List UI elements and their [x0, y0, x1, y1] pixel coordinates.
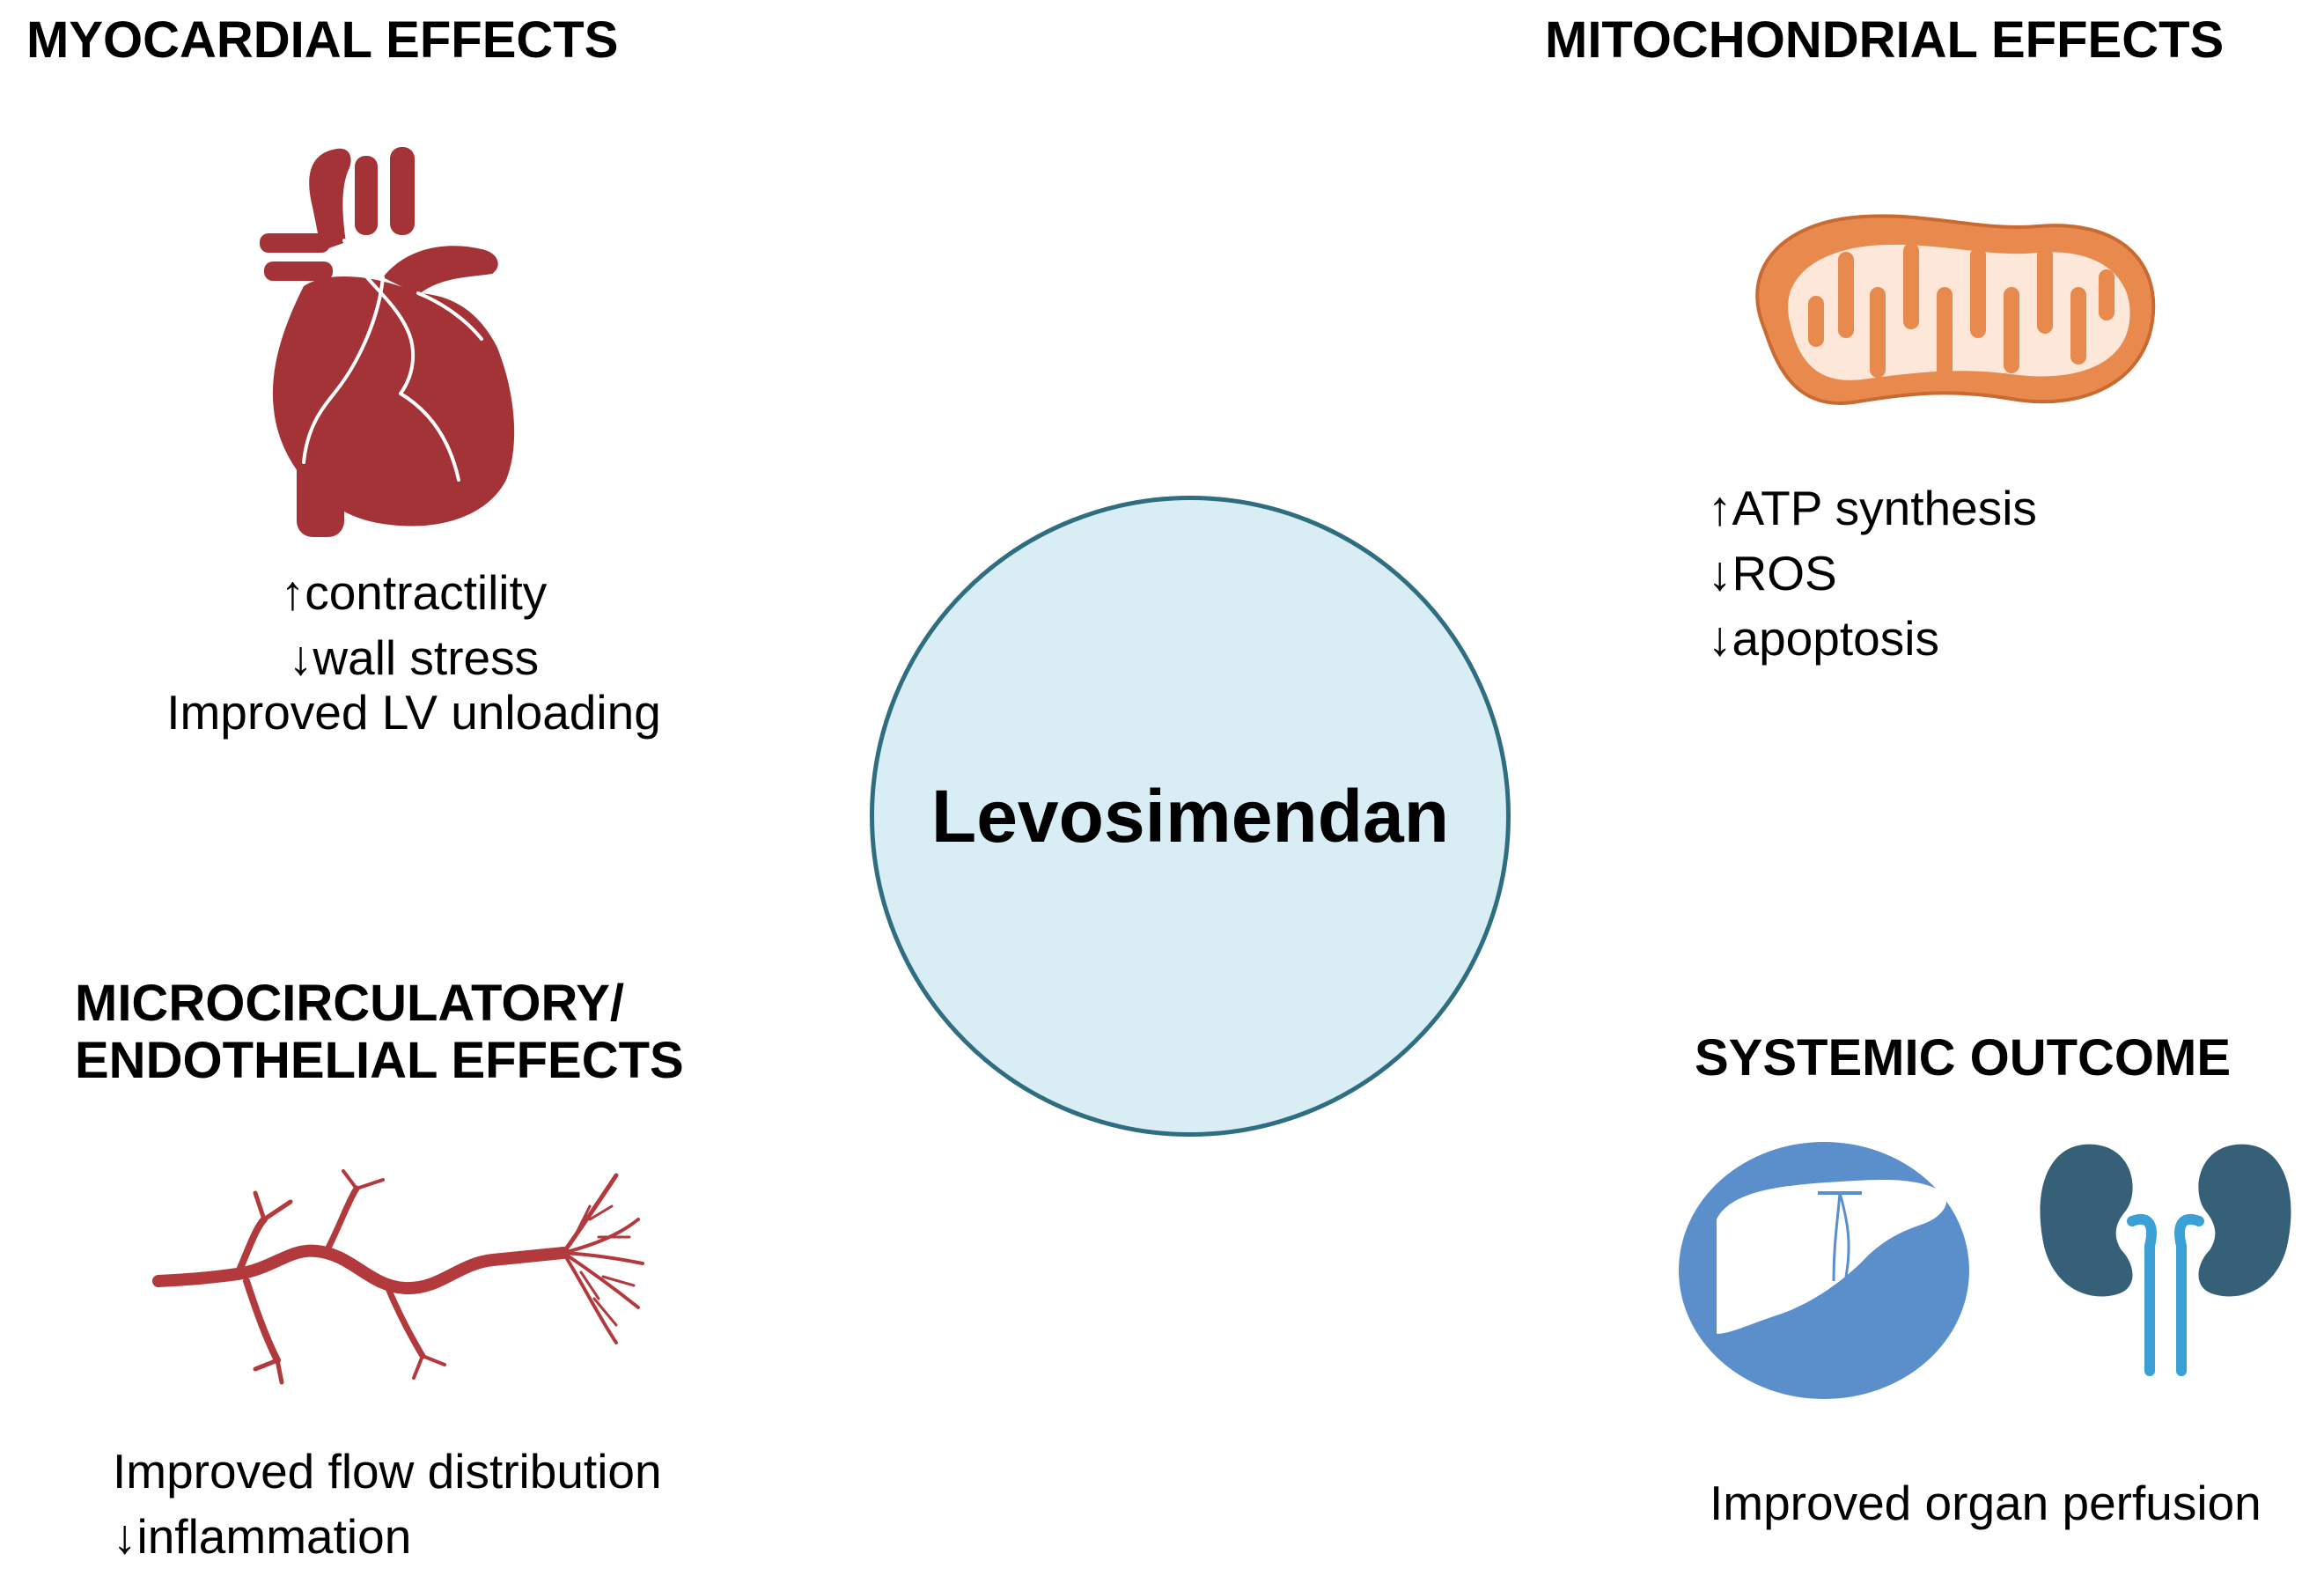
microcirculatory-title-line2: ENDOTHELIAL EFFECTS [75, 1031, 684, 1089]
micro-line-inflammation: ↓inflammation [113, 1509, 412, 1564]
heart-icon [260, 147, 515, 537]
center-circle: Levosimendan [870, 496, 1511, 1137]
myocardial-line-lv-unloading: Improved LV unloading [166, 685, 661, 740]
systemic-effects-list: Improved organ perfusion [1710, 1470, 2261, 1535]
myocardial-effects-list: ↑contractility ↓wall stress Improved LV … [123, 560, 704, 745]
microcirculatory-effects-list: Improved flow distribution ↓inflammation [113, 1439, 662, 1569]
liver-icon [1679, 1142, 1969, 1399]
kidneys-icon [2040, 1144, 2291, 1376]
micro-line-flow: Improved flow distribution [113, 1444, 662, 1499]
center-label: Levosimendan [930, 774, 1450, 858]
mito-line-apoptosis: ↓apoptosis [1708, 611, 1939, 666]
myocardial-line-wall-stress: ↓wall stress [288, 630, 540, 685]
mitochondrion-icon [1755, 214, 2156, 406]
systemic-title: SYSTEMIC OUTCOME [1695, 1029, 2232, 1086]
mito-line-atp: ↑ATP synthesis [1708, 481, 2037, 535]
microcirculatory-title-line1: MICROCIRCULATORY/ [75, 975, 625, 1032]
myocardial-line-contractility: ↑contractility [280, 565, 548, 620]
microcirculatory-title: MICROCIRCULATORY/ ENDOTHELIAL EFFECTS [75, 975, 684, 1090]
blood-vessel-icon [152, 1169, 644, 1385]
myocardial-title: MYOCARDIAL EFFECTS [26, 11, 619, 69]
mitochondrial-title: MITOCHONDRIAL EFFECTS [1545, 11, 2225, 69]
mitochondrial-effects-list: ↑ATP synthesis ↓ROS ↓apoptosis [1708, 475, 2037, 671]
systemic-line-perfusion: Improved organ perfusion [1710, 1476, 2261, 1530]
mito-line-ros: ↓ROS [1708, 546, 1837, 600]
